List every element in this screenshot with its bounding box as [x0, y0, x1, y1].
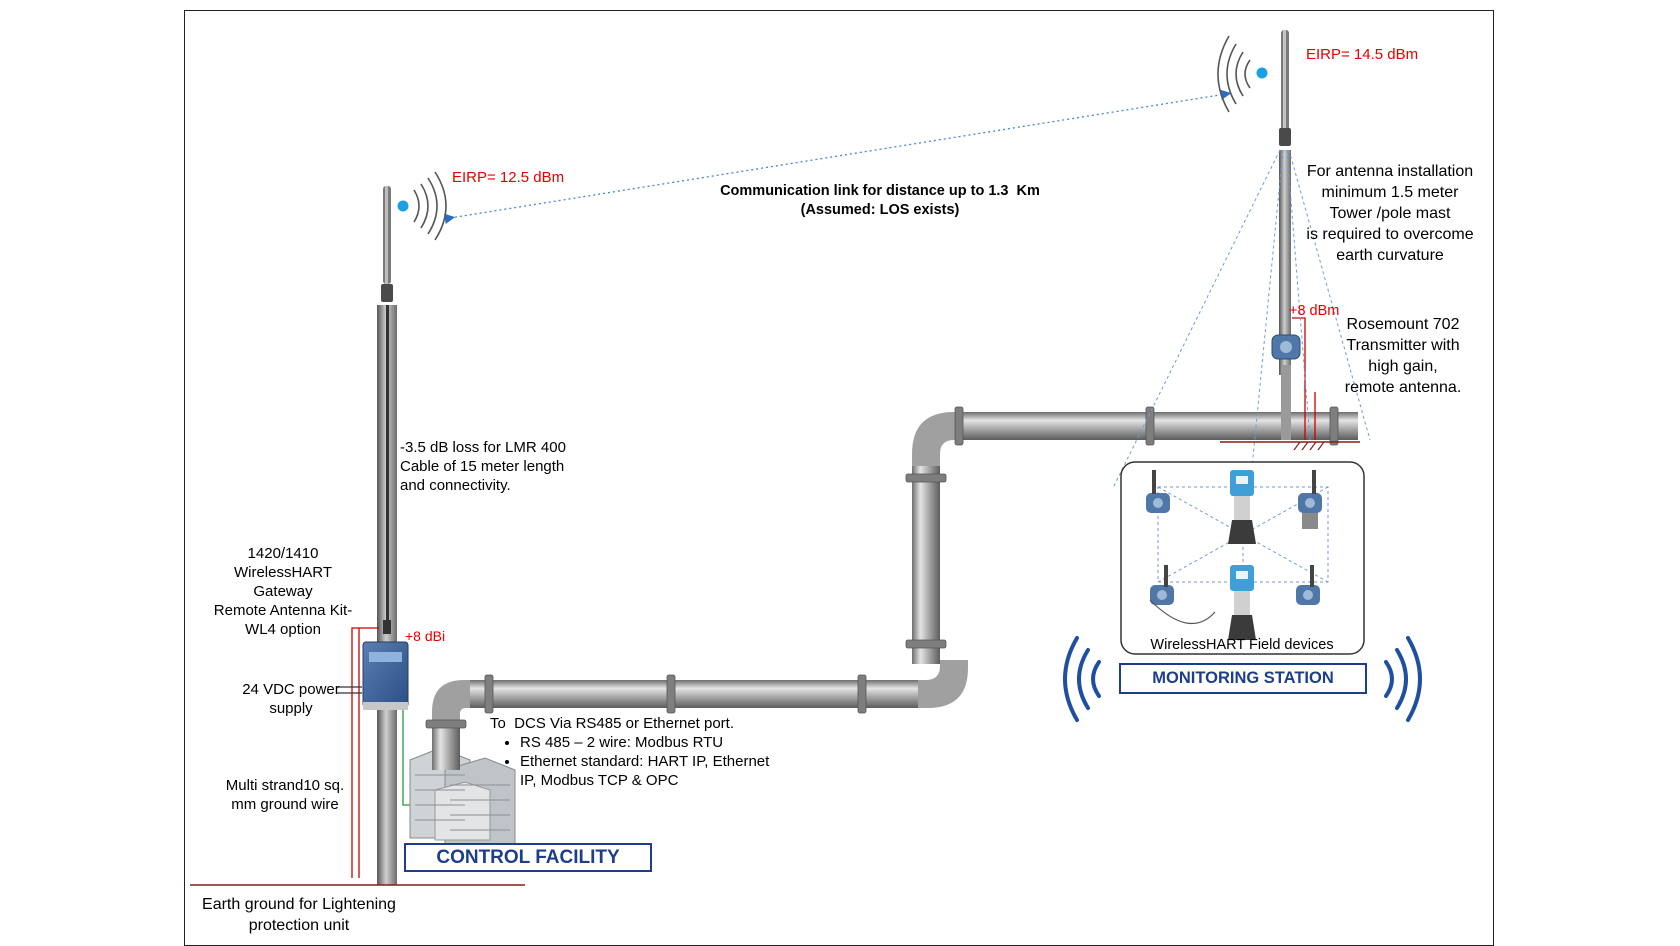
ground-wire-line1: Multi strand10 sq. [225, 777, 345, 794]
left-radio-waves [413, 171, 447, 241]
rosemount-702-transmitter [1271, 334, 1301, 360]
control-facility-buildings [409, 747, 516, 846]
gateway-gain-label: +8 dBi [405, 628, 446, 644]
mast-note-line1: For antenna installation [1306, 163, 1474, 180]
left-red-wiring [336, 627, 379, 878]
cable-loss-line3: and connectivity. [400, 477, 511, 494]
dcs-bullet-2: Ethernet standard: HART IP, EthernetIP, … [520, 752, 769, 790]
right-eirp-label: EIRP= 14.5 dBm [1306, 46, 1419, 63]
power-supply-line1: 24 VDC power [242, 681, 340, 698]
gateway-label-line5: WL4 option [245, 621, 321, 638]
wirelesshart-gateway [362, 641, 409, 710]
dcs-bullet-1: RS 485 – 2 wire: Modbus RTU [520, 733, 769, 752]
gateway-label-line1: 1420/1410 [247, 545, 319, 562]
field-device-icons [1146, 470, 1322, 640]
monitoring-station-waves [1063, 636, 1422, 722]
process-pipeline [425, 406, 1358, 770]
ground-wire-line2: mm ground wire [231, 796, 339, 813]
mast-note-line4: is required to overcome [1306, 226, 1474, 243]
power-supply-line2: supply [269, 700, 313, 717]
dcs-bullet-list: RS 485 – 2 wire: Modbus RTU Ethernet sta… [490, 733, 769, 790]
cable-loss-line1: -3.5 dB loss for LMR 400 [400, 439, 566, 456]
earth-ground-line1: Earth ground for Lightening [202, 896, 396, 913]
gateway-label-line4: Remote Antenna Kit- [213, 602, 353, 619]
gateway-label-line2: WirelessHART [233, 564, 333, 581]
right-red-cable [1292, 317, 1316, 440]
control-facility-label: CONTROL FACILITY [404, 843, 652, 872]
cable-loss-line2: Cable of 15 meter length [400, 458, 565, 475]
right-radio-waves [1217, 35, 1251, 113]
communication-link-arrow [444, 89, 1232, 224]
mast-note-line5: earth curvature [1336, 247, 1444, 264]
gateway-label-line3: Gateway [253, 583, 313, 600]
earth-ground-line2: protection unit [248, 917, 350, 934]
mast-note-line3: Tower /pole mast [1329, 205, 1451, 222]
link-label-line1: Communication link for distance up to 1.… [720, 183, 1040, 199]
dcs-heading: To DCS Via RS485 or Ethernet port. [490, 715, 735, 732]
rosemount-line2: Transmitter with [1346, 337, 1460, 354]
rosemount-line3: high gain, [1368, 358, 1438, 375]
right-antenna-dot [1256, 67, 1268, 79]
left-antenna-mast [377, 186, 397, 885]
left-eirp-label: EIRP= 12.5 dBm [452, 169, 565, 186]
right-antenna-mast [1279, 30, 1291, 440]
rosemount-gain-label: +8 dBm [1289, 303, 1340, 319]
left-antenna-dot [397, 200, 409, 212]
monitoring-station-label: MONITORING STATION [1119, 663, 1367, 694]
mast-note-line2: minimum 1.5 meter [1321, 184, 1459, 201]
coverage-lines [1112, 149, 1371, 489]
rosemount-line1: Rosemount 702 [1346, 316, 1460, 333]
field-devices-label: WirelessHART Field devices [1150, 637, 1334, 653]
rosemount-line4: remote antenna. [1344, 379, 1462, 396]
link-label-line2: (Assumed: LOS exists) [800, 202, 960, 218]
